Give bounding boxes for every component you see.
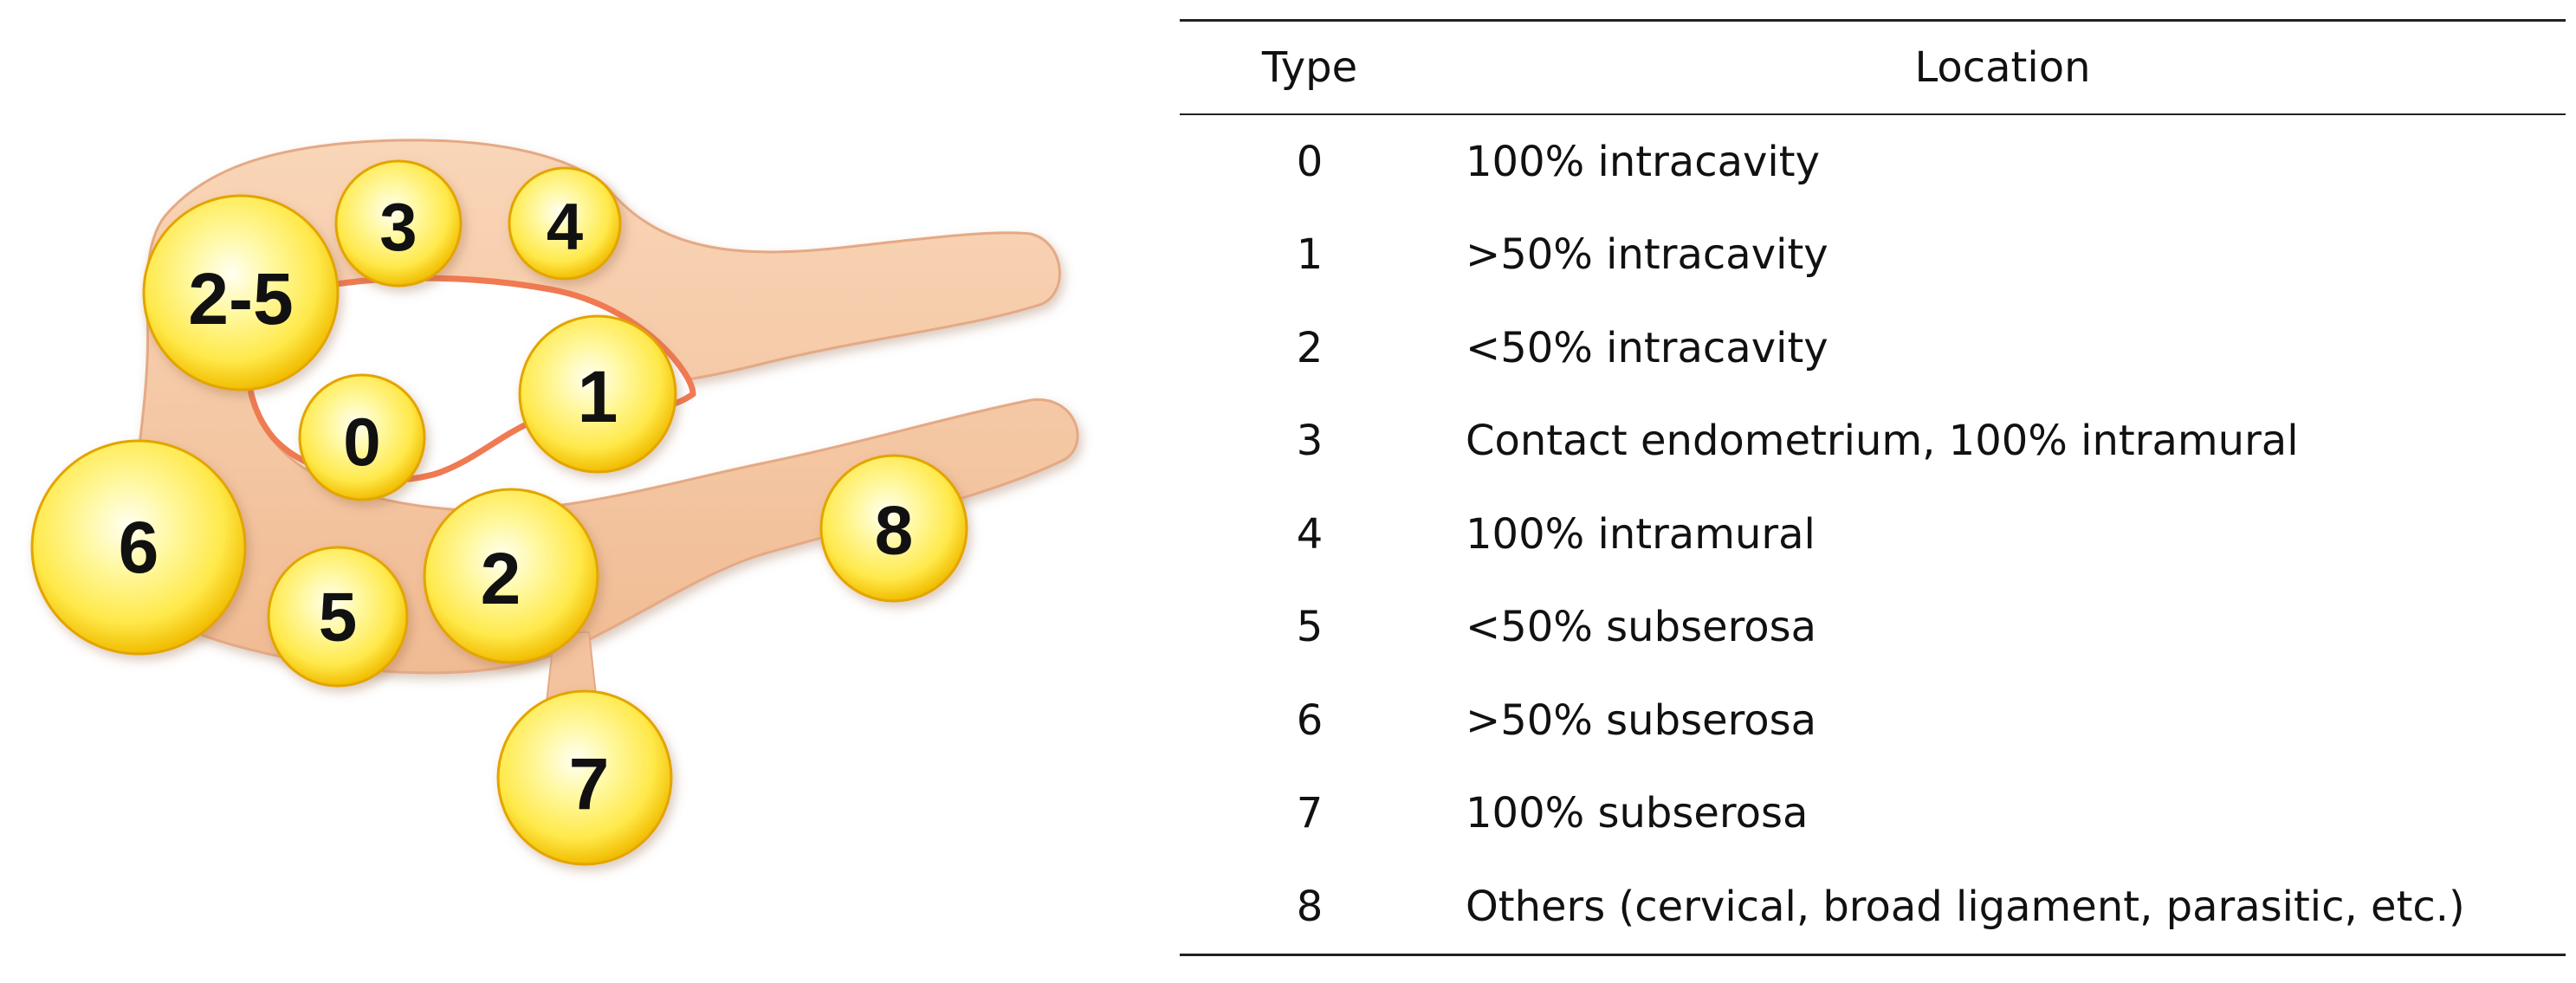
cell-location: <50% intracavity <box>1466 323 1828 372</box>
fibroid-classification-table-wrap: Type Location 0 100% intracavity 1 >50% … <box>1180 19 2566 956</box>
cell-type: 7 <box>1296 789 1324 838</box>
cell-type: 0 <box>1296 137 1324 186</box>
cell-type: 1 <box>1296 230 1324 280</box>
cell-location: 100% intramural <box>1466 509 1815 559</box>
fibroid-label-1: 1 <box>578 356 618 437</box>
cell-location: <50% subserosa <box>1466 603 1817 652</box>
header-type: Type <box>1180 20 1440 115</box>
fibroid-1: 1 <box>518 314 677 474</box>
cell-type: 8 <box>1296 882 1324 931</box>
uterus-fibroid-diagram: 2-5 3 4 1 0 6 5 2 7 8 <box>30 139 1079 866</box>
fibroid-8: 8 <box>819 454 968 603</box>
fibroid-3: 3 <box>334 159 463 288</box>
fibroid-label-6: 6 <box>119 507 159 588</box>
fibroid-label-8: 8 <box>875 492 914 569</box>
table-row: 0 100% intracavity <box>1180 114 2566 209</box>
cell-type: 2 <box>1296 323 1324 372</box>
fibroid-label-2-5: 2-5 <box>188 258 293 340</box>
fibroid-0: 0 <box>298 373 426 501</box>
fibroid-5: 5 <box>267 546 409 688</box>
table-row: 8 Others (cervical, broad ligament, para… <box>1180 860 2566 954</box>
fibroid-2: 2 <box>423 488 599 664</box>
fibroid-label-7: 7 <box>569 743 610 825</box>
cell-location: >50% intracavity <box>1466 230 1828 280</box>
cell-type: 3 <box>1296 417 1324 466</box>
fibroid-2-5: 2-5 <box>142 194 340 391</box>
fibroid-4: 4 <box>508 166 622 281</box>
cell-location: 100% intracavity <box>1466 137 1820 186</box>
fibroid-label-2: 2 <box>481 538 521 619</box>
header-location: Location <box>1440 20 2566 115</box>
cell-location: Others (cervical, broad ligament, parasi… <box>1466 882 2465 931</box>
fibroid-label-0: 0 <box>343 404 380 480</box>
table-row: 1 >50% intracavity <box>1180 209 2566 302</box>
table-row: 2 <50% intracavity <box>1180 301 2566 395</box>
fibroid-label-3: 3 <box>379 189 417 265</box>
table-row: 5 <50% subserosa <box>1180 581 2566 675</box>
fibroid-7: 7 <box>496 689 673 866</box>
table-header-row: Type Location <box>1180 20 2566 115</box>
cell-location: Contact endometrium, 100% intramural <box>1466 417 2299 466</box>
fibroid-label-4: 4 <box>547 191 583 264</box>
fibroid-label-5: 5 <box>319 579 358 656</box>
cell-location: >50% subserosa <box>1466 695 1817 745</box>
fibroid-6: 6 <box>30 439 247 656</box>
table-row: 6 >50% subserosa <box>1180 674 2566 767</box>
table-row: 3 Contact endometrium, 100% intramural <box>1180 395 2566 488</box>
cell-type: 6 <box>1296 695 1324 745</box>
table-row: 7 100% subserosa <box>1180 767 2566 861</box>
fibroid-classification-table: Type Location 0 100% intracavity 1 >50% … <box>1180 19 2566 956</box>
table-row: 4 100% intramural <box>1180 488 2566 581</box>
cell-location: 100% subserosa <box>1466 789 1809 838</box>
cell-type: 4 <box>1296 509 1324 559</box>
cell-type: 5 <box>1296 603 1324 652</box>
